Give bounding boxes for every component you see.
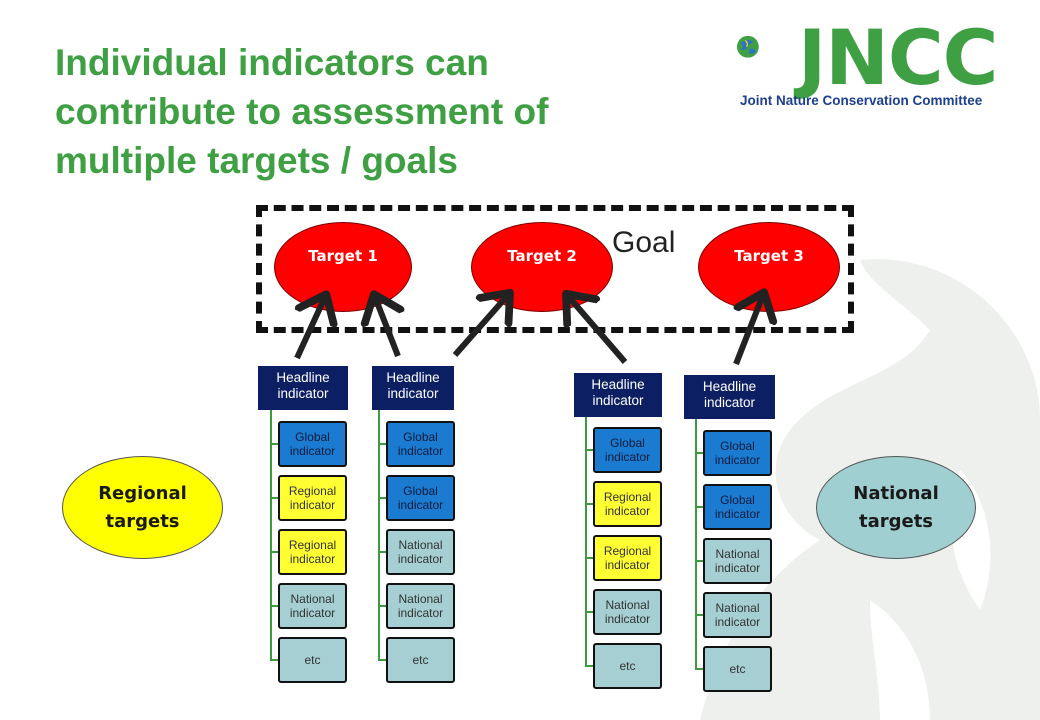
- national-indicator-box: National indicator: [703, 538, 772, 584]
- connector-branch: [695, 452, 703, 454]
- goal-label: Goal: [612, 226, 676, 259]
- connector-branch: [585, 449, 593, 451]
- title-line-2: contribute to assessment of: [55, 91, 549, 132]
- regional-indicator-box: Regional indicator: [278, 475, 347, 521]
- title-line-3: multiple targets / goals: [55, 140, 458, 181]
- national-indicator-box: National indicator: [703, 592, 772, 638]
- connector-branch: [585, 611, 593, 613]
- connector-branch: [378, 443, 386, 445]
- national-indicator-box: National indicator: [593, 589, 662, 635]
- connector-line: [270, 410, 272, 660]
- global-indicator-box: Global indicator: [703, 430, 772, 476]
- goal-box: [256, 205, 854, 333]
- target-2-ellipse: Target 2: [471, 222, 613, 312]
- slide-title: Individual indicators can contribute to …: [55, 38, 695, 185]
- connector-branch: [378, 605, 386, 607]
- connector-branch: [270, 551, 278, 553]
- connector-branch: [270, 443, 278, 445]
- connector-branch: [378, 659, 386, 661]
- national-targets-label: National targets: [853, 482, 939, 532]
- regional-indicator-box: Regional indicator: [593, 481, 662, 527]
- regional-indicator-box: Regional indicator: [278, 529, 347, 575]
- global-indicator-box: Global indicator: [703, 484, 772, 530]
- connector-branch: [270, 497, 278, 499]
- connector-line: [695, 419, 697, 669]
- regional-targets-ellipse: Regional targets: [62, 456, 223, 559]
- connector-branch: [270, 659, 278, 661]
- global-indicator-box: Global indicator: [386, 475, 455, 521]
- connector-branch: [270, 605, 278, 607]
- connector-branch: [695, 560, 703, 562]
- connector-branch: [695, 506, 703, 508]
- jncc-globe-icon: [736, 35, 759, 58]
- connector-branch: [585, 557, 593, 559]
- etc-indicator-box: etc: [703, 646, 772, 692]
- headline-indicator: Headline indicator: [258, 366, 348, 410]
- connector-branch: [378, 497, 386, 499]
- global-indicator-box: Global indicator: [593, 427, 662, 473]
- headline-indicator: Headline indicator: [684, 375, 775, 419]
- global-indicator-box: Global indicator: [278, 421, 347, 467]
- target-3-ellipse: Target 3: [698, 222, 840, 312]
- etc-indicator-box: etc: [278, 637, 347, 683]
- etc-indicator-box: etc: [593, 643, 662, 689]
- connector-branch: [378, 551, 386, 553]
- connector-branch: [585, 503, 593, 505]
- connector-branch: [585, 665, 593, 667]
- national-indicator-box: National indicator: [278, 583, 347, 629]
- connector-line: [585, 417, 587, 666]
- global-indicator-box: Global indicator: [386, 421, 455, 467]
- connector-line: [378, 410, 380, 660]
- national-indicator-box: National indicator: [386, 529, 455, 575]
- etc-indicator-box: etc: [386, 637, 455, 683]
- national-indicator-box: National indicator: [386, 583, 455, 629]
- title-line-1: Individual indicators can: [55, 42, 489, 83]
- connector-branch: [695, 668, 703, 670]
- national-targets-ellipse: National targets: [816, 456, 976, 559]
- logo-subtitle: Joint Nature Conservation Committee: [740, 93, 983, 108]
- regional-targets-label: Regional targets: [98, 482, 187, 532]
- headline-indicator: Headline indicator: [372, 366, 454, 410]
- connector-branch: [695, 614, 703, 616]
- target-1-ellipse: Target 1: [274, 222, 412, 312]
- regional-indicator-box: Regional indicator: [593, 535, 662, 581]
- logo-wordmark: JNCC: [798, 13, 998, 102]
- headline-indicator: Headline indicator: [574, 373, 662, 417]
